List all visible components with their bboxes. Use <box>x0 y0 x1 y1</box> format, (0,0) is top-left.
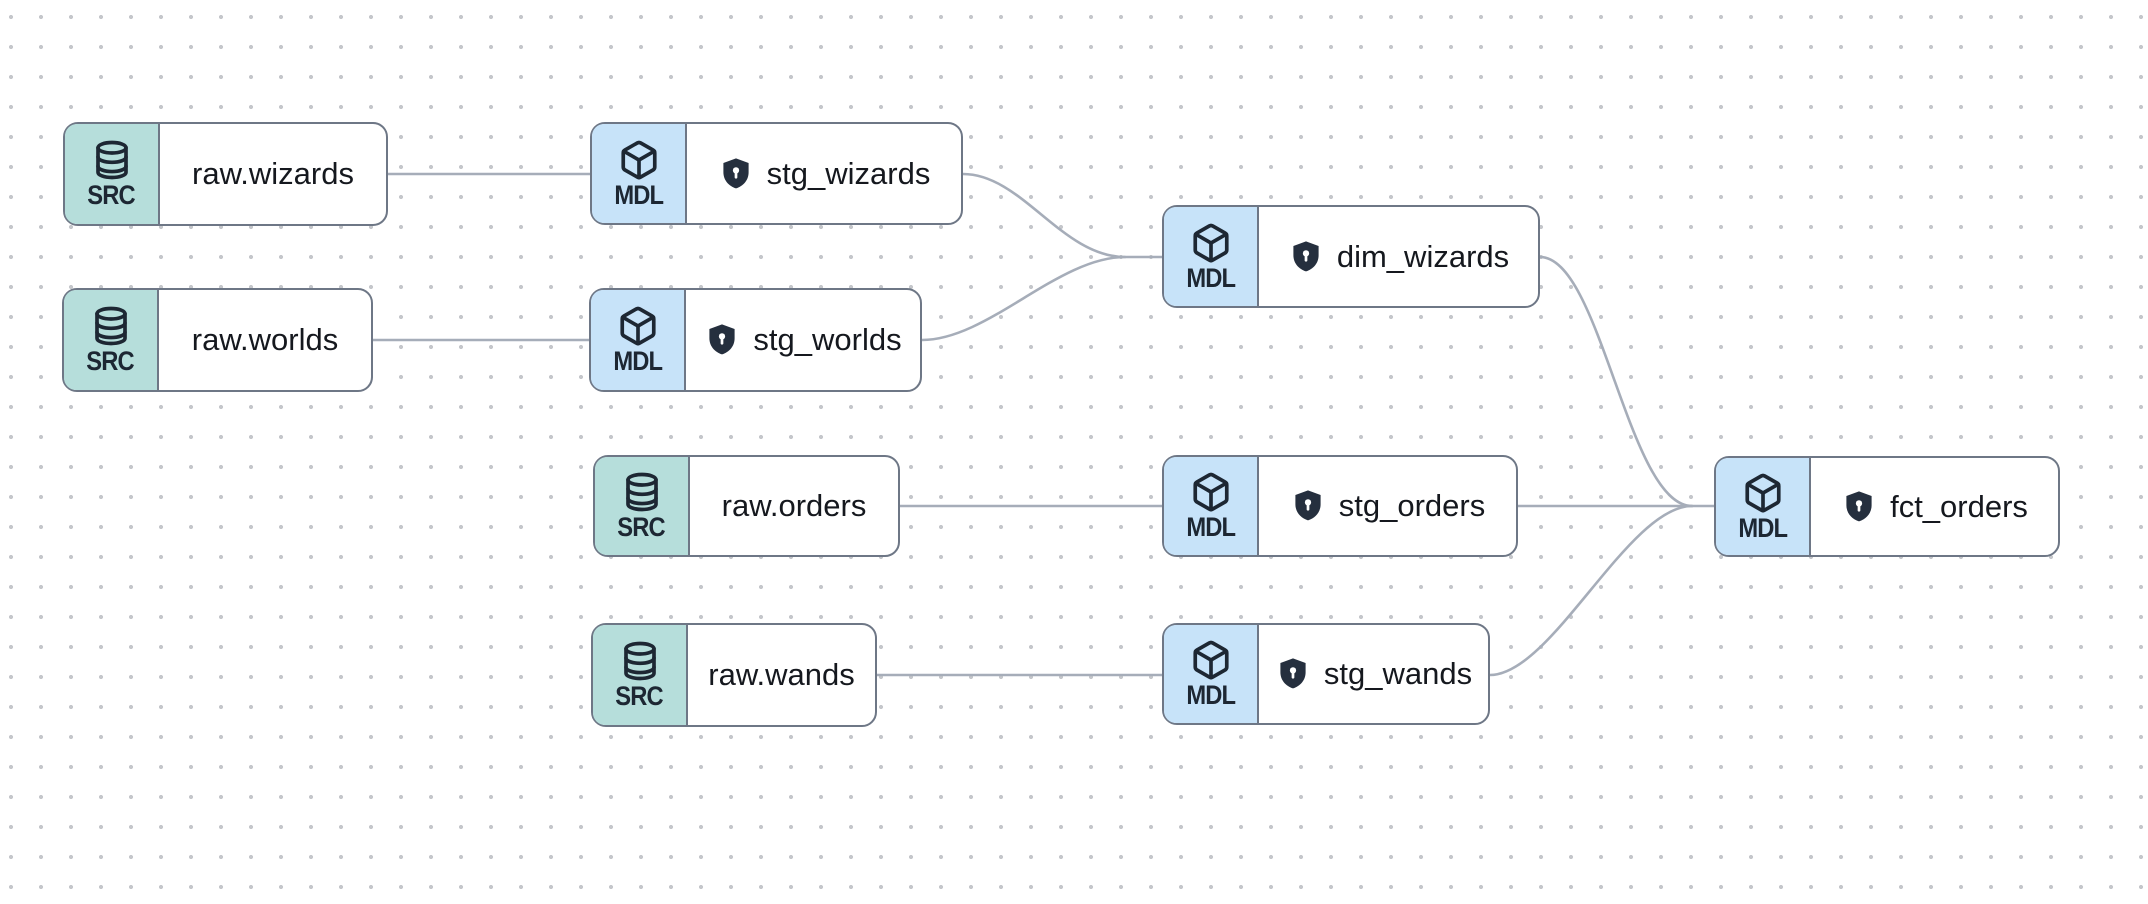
shield-lock-icon <box>718 156 754 192</box>
shield-lock-icon <box>704 322 740 358</box>
badge-label: MDL <box>1186 262 1236 293</box>
node-body: dim_wizards <box>1259 207 1538 306</box>
badge-label: MDL <box>1186 512 1236 542</box>
node-title: raw.orders <box>721 488 867 523</box>
shield-lock-icon <box>1288 239 1324 275</box>
badge-label: SRC <box>615 681 664 711</box>
node-body: fct_orders <box>1811 458 2058 555</box>
node-title: stg_wands <box>1323 656 1473 691</box>
database-icon <box>621 471 663 513</box>
badge-label: SRC <box>86 346 135 376</box>
node-body: raw.worlds <box>159 290 371 390</box>
model-badge: MDL <box>1164 207 1259 306</box>
badge-label: MDL <box>613 346 663 376</box>
node-raw-orders[interactable]: SRC raw.orders <box>593 455 900 557</box>
badge-label: MDL <box>1186 680 1236 710</box>
model-badge: MDL <box>592 124 687 223</box>
node-raw-worlds[interactable]: SRC raw.worlds <box>62 288 373 392</box>
database-icon <box>619 640 661 682</box>
node-title: stg_wizards <box>766 155 931 191</box>
node-title: stg_orders <box>1338 488 1486 523</box>
node-stg-orders[interactable]: MDL stg_orders <box>1162 455 1518 557</box>
node-title: fct_orders <box>1890 488 2028 524</box>
node-fct-orders[interactable]: MDL fct_orders <box>1714 456 2060 557</box>
node-title: raw.worlds <box>191 322 339 357</box>
node-raw-wands[interactable]: SRC raw.wands <box>591 623 877 727</box>
node-stg-wands[interactable]: MDL stg_wands <box>1162 623 1490 725</box>
source-badge: SRC <box>595 457 690 555</box>
badge-label: MDL <box>614 179 664 210</box>
cube-icon <box>617 305 659 347</box>
shield-lock-icon <box>1275 656 1311 692</box>
source-badge: SRC <box>64 290 159 390</box>
edge-stg-wizards-to-dim-wizards <box>961 172 1164 259</box>
source-badge: SRC <box>593 625 688 725</box>
badge-label: SRC <box>87 180 136 210</box>
badge-label: SRC <box>617 512 666 542</box>
node-body: raw.orders <box>690 457 898 555</box>
shield-lock-icon <box>1841 489 1877 525</box>
node-stg-wizards[interactable]: MDL stg_wizards <box>590 122 963 225</box>
shield-lock-icon <box>1290 488 1326 524</box>
node-title: dim_wizards <box>1336 238 1510 274</box>
node-body: stg_orders <box>1259 457 1516 555</box>
node-body: raw.wands <box>688 625 875 725</box>
model-badge: MDL <box>591 290 686 390</box>
cube-icon <box>1190 639 1232 681</box>
node-title: stg_worlds <box>753 322 902 357</box>
cube-icon <box>1742 472 1784 514</box>
cube-icon <box>1190 222 1232 264</box>
cube-icon <box>1190 471 1232 513</box>
node-body: stg_worlds <box>686 290 920 390</box>
cube-icon <box>618 139 660 181</box>
model-badge: MDL <box>1164 625 1259 723</box>
node-body: stg_wands <box>1259 625 1488 723</box>
model-badge: MDL <box>1164 457 1259 555</box>
database-icon <box>91 139 133 181</box>
source-badge: SRC <box>65 124 160 224</box>
node-body: raw.wizards <box>160 124 386 224</box>
node-dim-wizards[interactable]: MDL dim_wizards <box>1162 205 1540 308</box>
edge-stg-worlds-to-dim-wizards <box>920 255 1127 342</box>
node-body: stg_wizards <box>687 124 961 223</box>
edge-dim-wizards-to-fct-orders <box>1538 255 1716 508</box>
node-title: raw.wands <box>708 657 855 692</box>
node-title: raw.wizards <box>192 156 354 191</box>
badge-label: MDL <box>1738 512 1788 543</box>
database-icon <box>90 305 132 347</box>
node-raw-wizards[interactable]: SRC raw.wizards <box>63 122 388 226</box>
model-badge: MDL <box>1716 458 1811 555</box>
node-stg-worlds[interactable]: MDL stg_worlds <box>589 288 922 392</box>
edge-stg-wands-to-fct-orders <box>1488 504 1694 677</box>
